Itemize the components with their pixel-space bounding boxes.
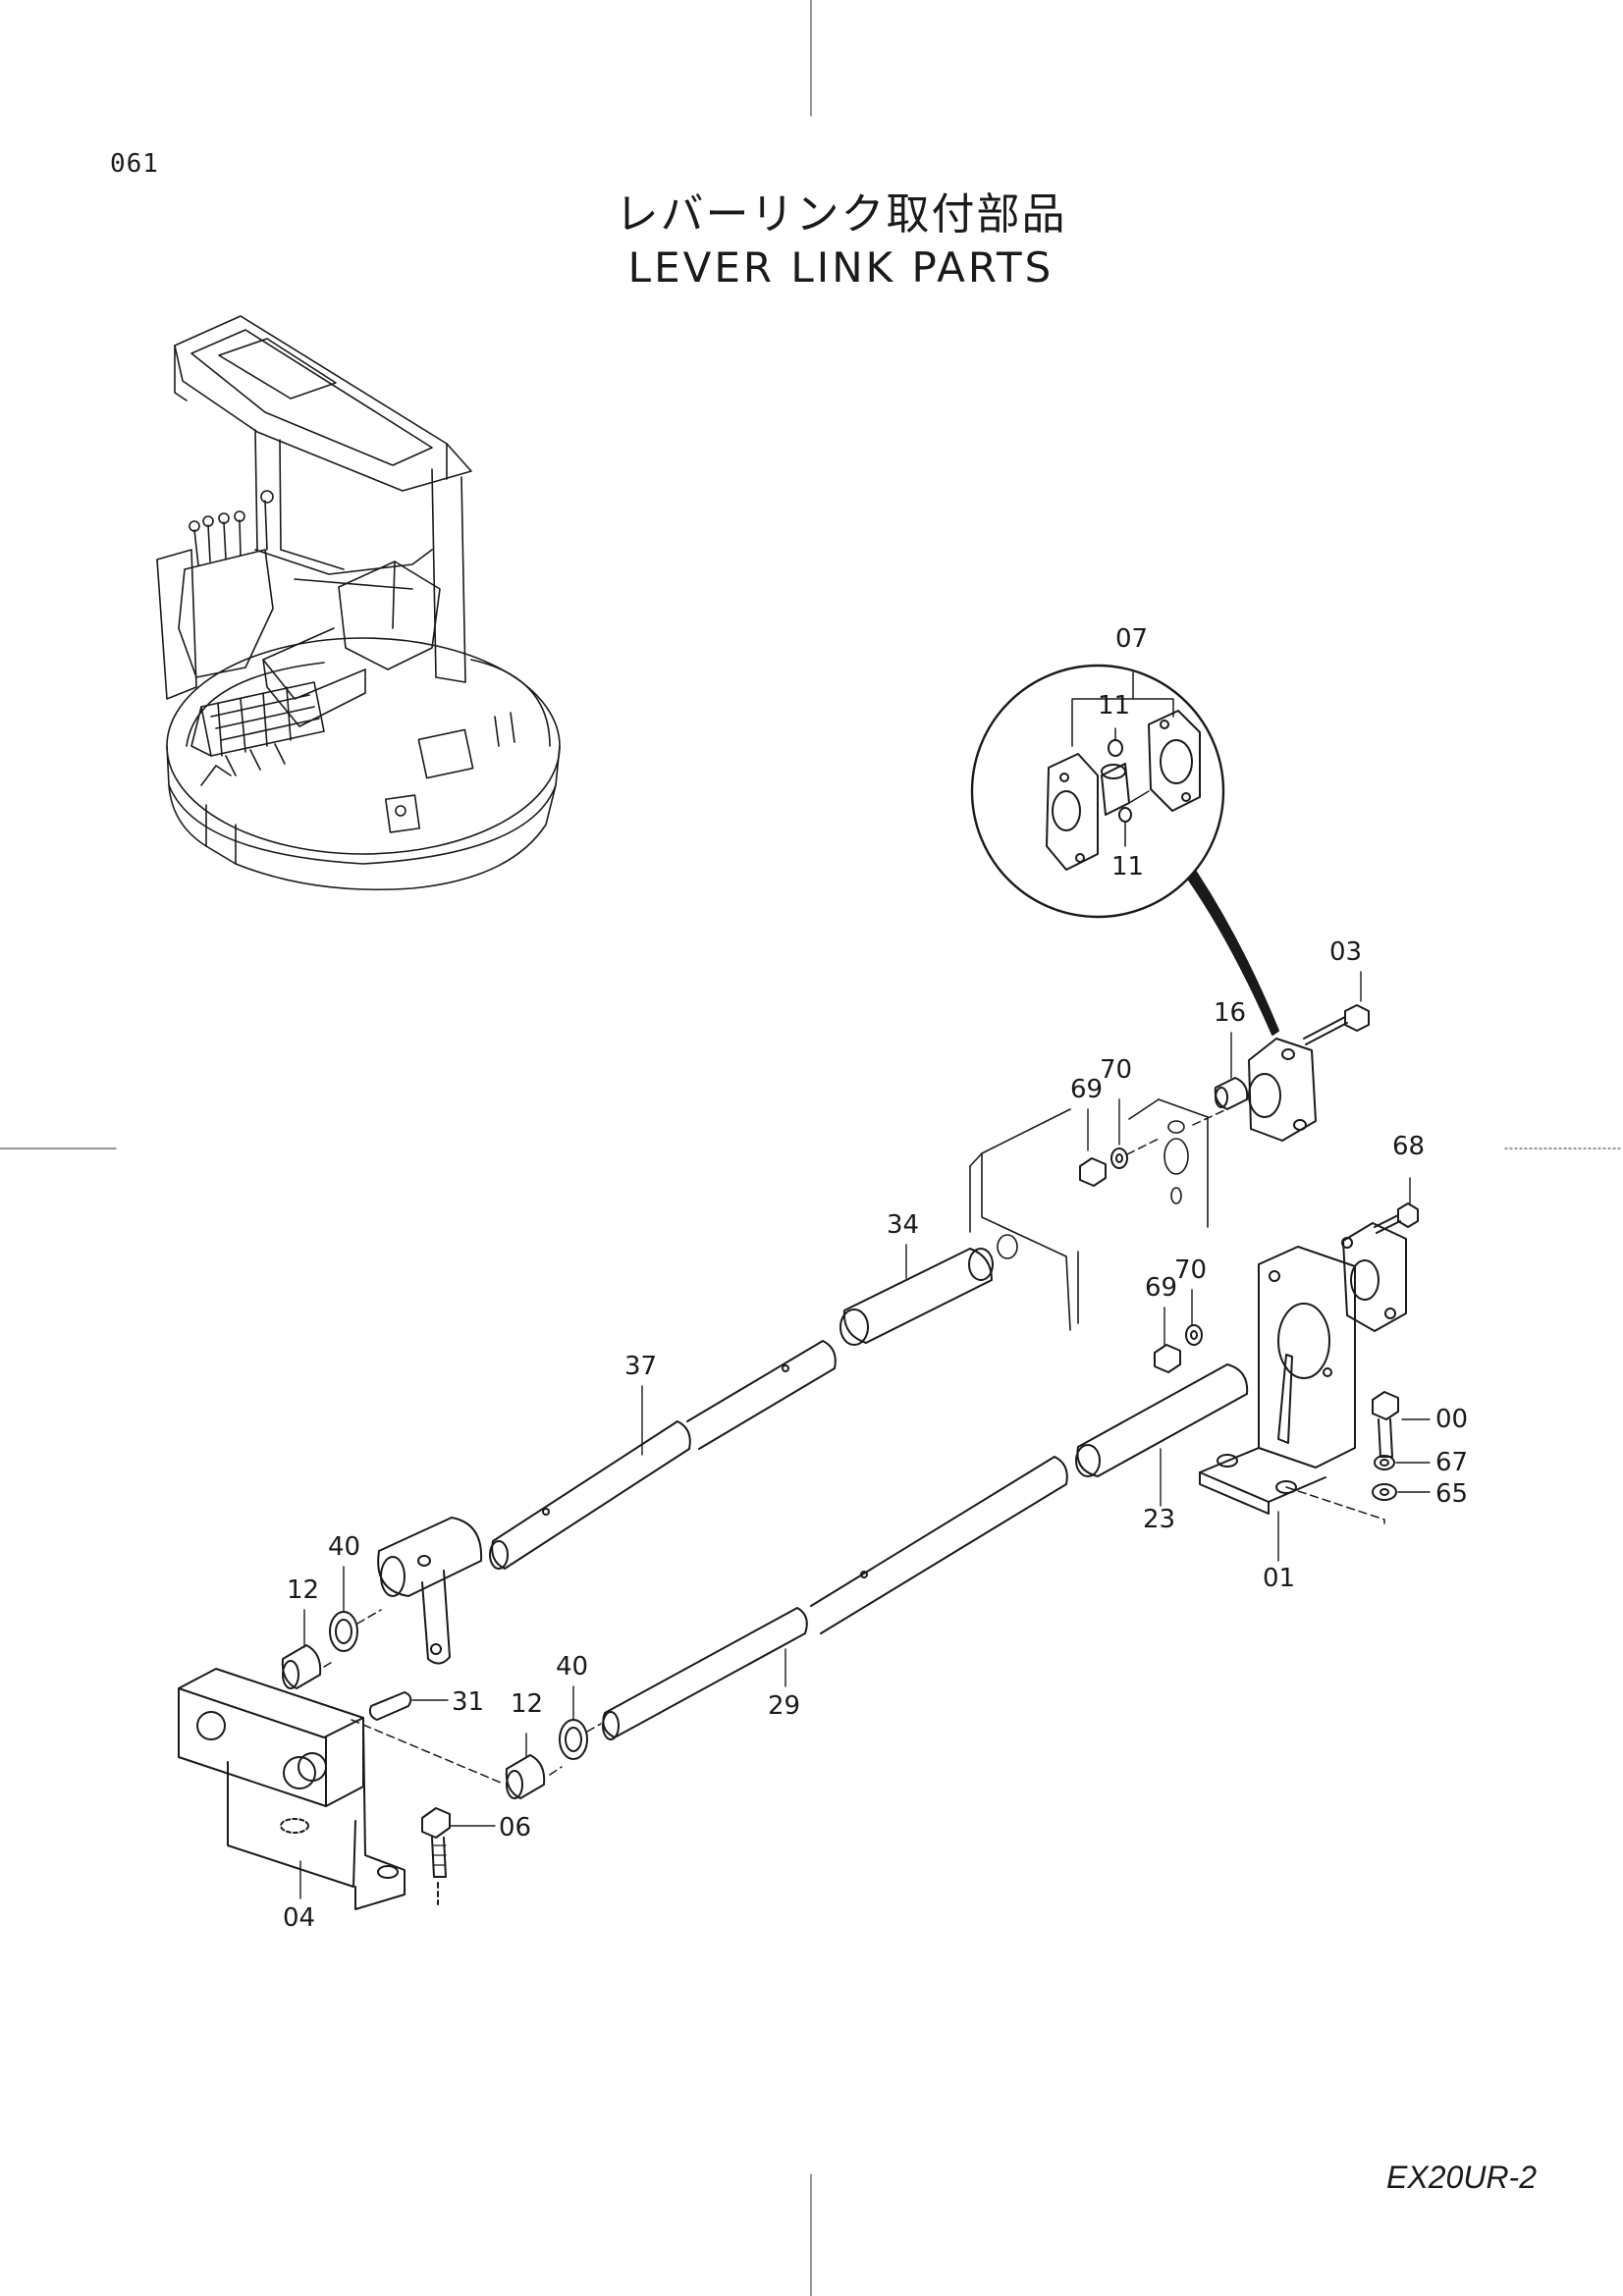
label-06: 06: [499, 1813, 531, 1842]
part-number-labels: 07 11 11 03 16 69 70 68 34 69 70 37 00 6…: [283, 624, 1468, 1933]
label-34: 34: [887, 1210, 919, 1240]
label-12-lower: 12: [511, 1689, 543, 1719]
washer-70-upper: [1110, 1148, 1128, 1169]
label-37: 37: [624, 1352, 657, 1381]
label-12-upper: 12: [287, 1575, 319, 1605]
bolt-00: [1372, 1391, 1399, 1458]
pipe-23: [1075, 1363, 1249, 1477]
bush-16: [1214, 1077, 1249, 1110]
label-68: 68: [1392, 1132, 1425, 1161]
label-40-lower: 40: [556, 1652, 588, 1682]
machine-overview-illustration: [156, 315, 561, 891]
assembly-axis-lines: [323, 1609, 602, 1784]
lever-arm: [377, 1517, 483, 1665]
washer-67: [1374, 1455, 1395, 1470]
washer-70-lower: [1185, 1324, 1203, 1346]
callout-leaders: [299, 971, 1431, 1899]
label-29: 29: [768, 1691, 800, 1721]
title-english: LEVER LINK PARTS: [627, 243, 1055, 292]
washer-65: [1372, 1483, 1397, 1501]
bushing-12-lower: [505, 1754, 546, 1799]
label-70-lower: 70: [1174, 1255, 1207, 1285]
page-number: 061: [110, 149, 159, 179]
label-40-upper: 40: [328, 1532, 360, 1562]
mounting-plate: [969, 1098, 1209, 1331]
nut-69-upper: [1079, 1157, 1107, 1187]
washer-40-lower: [559, 1719, 588, 1760]
bolt-68: [1374, 1202, 1419, 1234]
shaft-29: [602, 1456, 1068, 1740]
flange-lower: [1341, 1222, 1407, 1332]
label-23: 23: [1143, 1505, 1175, 1534]
label-11-top: 11: [1098, 691, 1130, 721]
bracket-01: [1199, 1246, 1356, 1515]
model-code: EX20UR-2: [1386, 2160, 1537, 2195]
bolt-03: [1303, 1004, 1370, 1045]
label-00: 00: [1435, 1405, 1468, 1434]
label-31: 31: [452, 1687, 484, 1717]
shaft-37: [489, 1340, 837, 1570]
label-01: 01: [1263, 1564, 1295, 1593]
label-04: 04: [283, 1903, 315, 1933]
label-67: 67: [1435, 1448, 1468, 1477]
label-16: 16: [1214, 998, 1246, 1028]
label-65: 65: [1435, 1479, 1468, 1509]
bushing-34: [839, 1248, 994, 1346]
detail-callout: [970, 664, 1279, 1036]
label-03: 03: [1329, 937, 1362, 967]
label-11-bottom: 11: [1111, 852, 1144, 881]
page-title: レバーリンク取付部品 LEVER LINK PARTS: [0, 188, 1623, 294]
leader-bracket-base: [1285, 1486, 1385, 1524]
bracket-04: [178, 1668, 406, 1910]
flange-upper: [1248, 1038, 1317, 1142]
bolt-06: [421, 1807, 451, 1905]
washer-40-upper: [329, 1611, 358, 1652]
leader-upper-axis: [1126, 1104, 1236, 1155]
label-70-upper: 70: [1100, 1055, 1132, 1085]
label-07: 07: [1115, 624, 1148, 654]
bushing-12-upper: [281, 1644, 322, 1689]
label-69-upper: 69: [1070, 1075, 1103, 1104]
nut-69-lower: [1154, 1344, 1181, 1373]
pin-31: [368, 1691, 412, 1721]
title-japanese: レバーリンク取付部品: [615, 189, 1067, 240]
label-69-lower: 69: [1145, 1273, 1177, 1303]
